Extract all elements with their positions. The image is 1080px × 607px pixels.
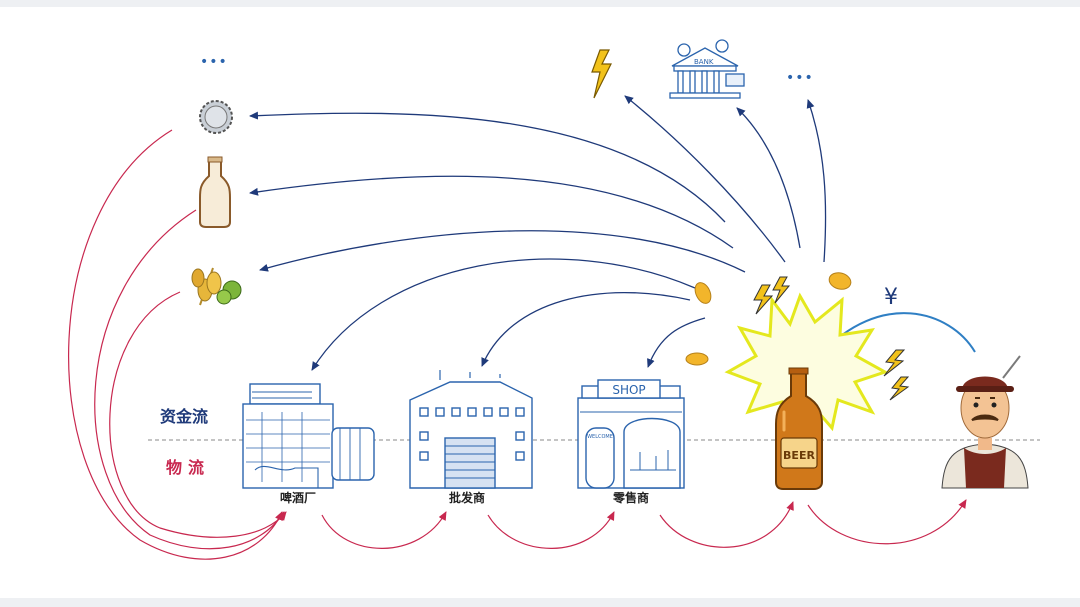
arrow-to-bottle-cap	[249, 111, 726, 223]
arrow-brewery-to-wholesaler	[321, 511, 447, 549]
wholesaler-building-icon	[409, 370, 533, 489]
bank-sign: BANK	[694, 58, 714, 66]
coin-icon	[694, 282, 712, 304]
retailer-label: 零售商	[612, 490, 649, 505]
arrow-to-brewery	[311, 258, 696, 371]
brewery-label: 啤酒厂	[280, 490, 316, 505]
coin-icon	[685, 352, 709, 366]
top-bar	[0, 0, 1080, 7]
more-suppliers-dots: •••	[200, 54, 228, 70]
glass-bottle-icon	[199, 156, 231, 228]
arrow-to-glass-bottle	[249, 175, 734, 249]
arrow-materials-to-brewery	[109, 291, 287, 538]
wheat-hops-icon	[191, 267, 242, 306]
goods-flow-arrows	[68, 129, 967, 560]
arrow-to-raw-materials	[259, 230, 746, 273]
shop-sign: SHOP	[612, 383, 645, 397]
money-flow-arrows	[249, 95, 827, 371]
bottle-cap-icon	[199, 100, 233, 134]
lightning-icon	[753, 284, 774, 315]
beer-bottle-icon: BEER	[775, 367, 823, 490]
arrow-to-energy	[624, 95, 786, 263]
arrow-cap-to-brewery	[68, 129, 283, 560]
money-flow-label: 资金流	[160, 407, 208, 426]
coin-icon	[828, 272, 852, 290]
arrow-beer-to-consumer	[807, 499, 967, 545]
lightning-icon	[772, 276, 791, 304]
arrow-bottle-to-brewery	[94, 209, 285, 550]
coin-icons	[685, 272, 852, 366]
bottom-bar	[0, 598, 1080, 607]
beer-label: BEER	[783, 449, 815, 462]
consumer-avatar	[941, 355, 1029, 489]
lightning-icon	[889, 376, 910, 401]
yen-symbol: ¥	[884, 285, 898, 310]
arrow-to-others	[806, 99, 827, 263]
brewery-building-icon	[242, 383, 375, 489]
arrow-to-bank	[736, 107, 801, 249]
arrow-wholesaler-to-retailer	[487, 511, 615, 549]
arrow-retailer-to-beer	[659, 501, 794, 548]
lightning-icon	[883, 349, 906, 377]
bank-icon: BANK	[669, 39, 745, 99]
lightning-icon	[591, 49, 612, 99]
more-costs-dots: •••	[786, 70, 814, 86]
goods-flow-label: 物流	[166, 458, 210, 477]
arrow-to-wholesaler	[481, 291, 691, 367]
retailer-shop-icon	[577, 379, 685, 489]
wholesaler-label: 批发商	[449, 490, 485, 505]
arrow-to-retailer	[647, 317, 706, 368]
welcome-sign: WELCOME	[587, 434, 613, 440]
